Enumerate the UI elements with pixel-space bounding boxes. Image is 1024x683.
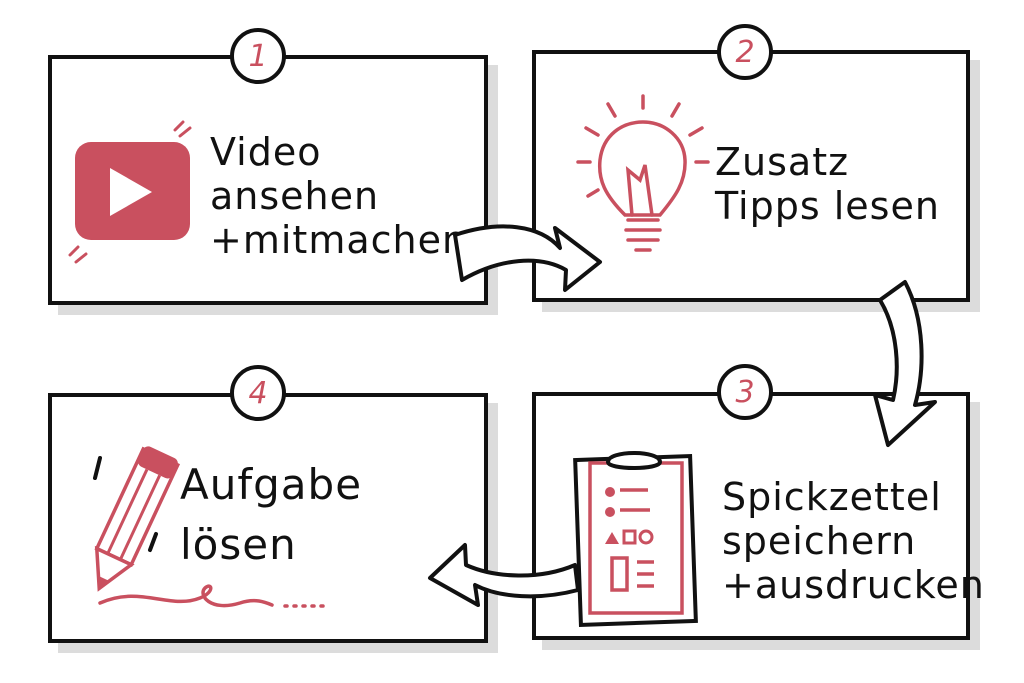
step-2-card (532, 50, 970, 302)
text-line: Spickzettel (722, 475, 942, 519)
step-4-number: 4 (230, 365, 286, 421)
step-3-text: Spickzettel speichern +ausdrucken (722, 475, 985, 607)
text-line: +ausdrucken (722, 563, 985, 607)
step-2-text: Zusatz Tipps lesen (715, 140, 940, 228)
text-line: ansehen (210, 174, 380, 218)
text-line: speichern (722, 519, 917, 563)
pencil-icon (93, 446, 332, 608)
step-1-number: 1 (230, 28, 286, 84)
text-line: Tipps lesen (715, 184, 940, 228)
text-line: lösen (180, 520, 297, 569)
clipboard-icon (573, 451, 698, 628)
text-line: Zusatz (715, 140, 850, 184)
step-2-number: 2 (717, 24, 773, 80)
text-line: +mitmachen (210, 218, 468, 262)
lightbulb-icon (576, 94, 710, 252)
arrow-3-to-4 (428, 543, 580, 607)
step-1-text: Video ansehen +mitmachen (210, 130, 467, 262)
arrow-1-to-2 (453, 224, 602, 292)
video-play-icon (68, 120, 192, 264)
text-line: Video (210, 130, 322, 174)
arrow-2-to-3 (873, 280, 937, 447)
text-line: Aufgabe (180, 460, 363, 509)
step-4-text: Aufgabe lösen (180, 455, 362, 575)
step-3-number: 3 (717, 364, 773, 420)
